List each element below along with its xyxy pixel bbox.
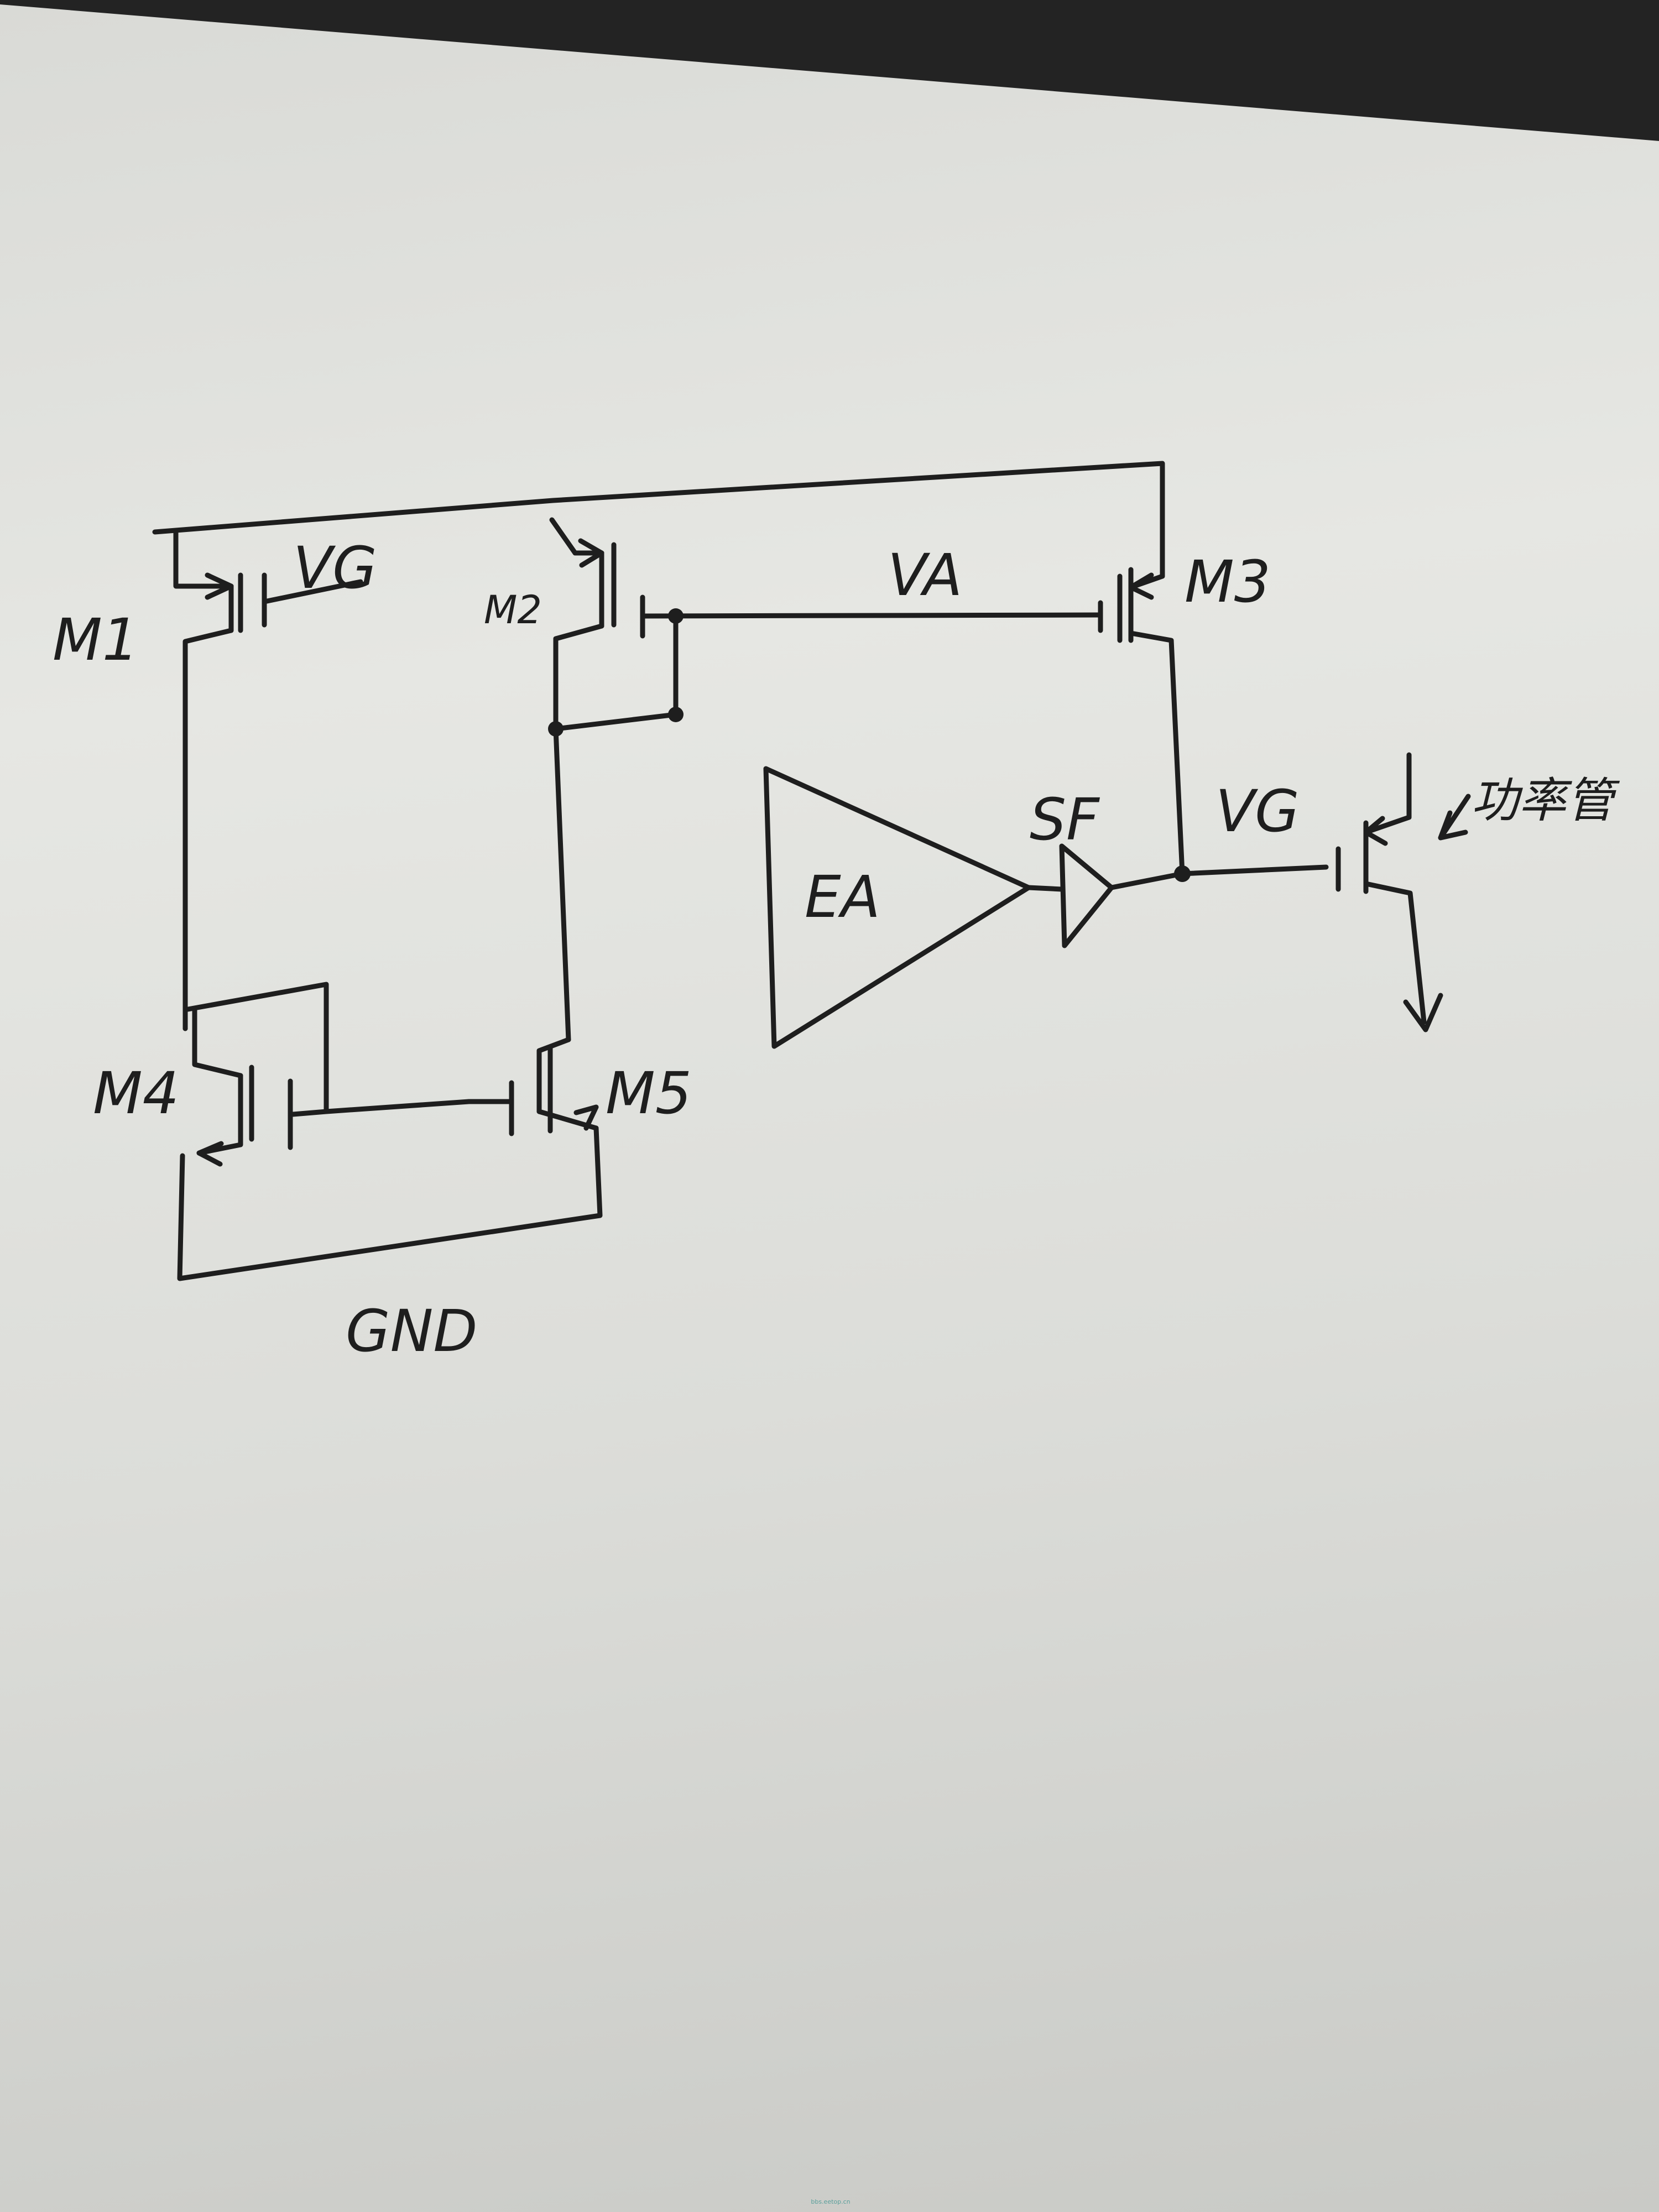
label-gnd: GND: [346, 1297, 478, 1365]
label-ea: EA: [805, 863, 880, 931]
label-sf: SF: [1030, 786, 1099, 853]
label-m3: M3: [1185, 548, 1271, 615]
power-tube-pointer-arrow: [1438, 794, 1471, 841]
power-transistor: [1335, 752, 1443, 1032]
transistor-m5: [466, 1037, 599, 1136]
transistor-m1: [173, 529, 363, 1031]
label-m1: M1: [53, 606, 139, 674]
ea-output-wire: [1026, 885, 1065, 892]
label-vg-top: VG: [293, 534, 377, 602]
transistor-m4: [182, 982, 472, 1167]
label-m5: M5: [606, 1060, 692, 1127]
watermark-text: bbs.eetop.cn: [811, 2198, 851, 2205]
label-va: VA: [888, 541, 963, 609]
transistor-m3: [1098, 474, 1185, 877]
label-m4: M4: [93, 1060, 179, 1127]
junction-m2-drain: [668, 707, 684, 722]
junction-m2-gate: [668, 608, 684, 624]
transistor-m2: [549, 517, 1103, 732]
monitor-edge: [0, 0, 1659, 141]
label-power-tube: 功率管: [1471, 773, 1614, 828]
label-vg-out: VG: [1215, 778, 1300, 845]
junction-vg: [1174, 865, 1191, 882]
ground-rail: [177, 1125, 603, 1281]
supply-rail: [152, 461, 1165, 535]
m2-m5-wire: [553, 726, 571, 1042]
error-amplifier-symbol: [763, 766, 1031, 1049]
label-m2: M2: [484, 587, 542, 633]
source-follower-symbol: [1059, 843, 1114, 948]
vg-output-wire: [1109, 864, 1329, 890]
